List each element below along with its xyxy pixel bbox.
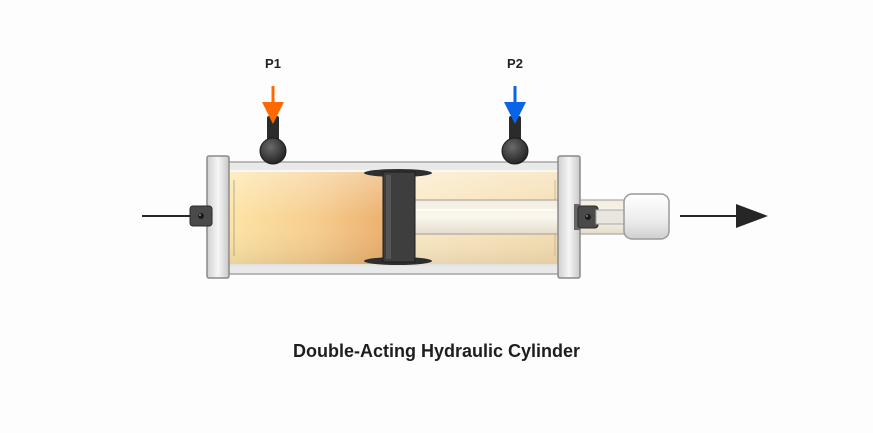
port-p1-connector [259,137,287,165]
port-p2: P2 [501,56,529,165]
diagram-caption: Double-Acting Hydraulic Cylinder [292,341,581,361]
port-p1: P1 [259,56,287,165]
piston [364,169,432,265]
port-p2-connector [501,137,529,165]
port-p2-pressure-arrow [504,86,526,124]
port-p2-label: P2 [507,56,523,71]
port-p1-label: P1 [265,56,281,71]
output-force-arrow [680,204,768,228]
rod-eye [623,193,670,240]
rear-mount-bracket [189,205,213,227]
port-p1-pressure-arrow [262,86,284,124]
rod-clevis [577,205,627,229]
rod-seal [574,204,580,230]
